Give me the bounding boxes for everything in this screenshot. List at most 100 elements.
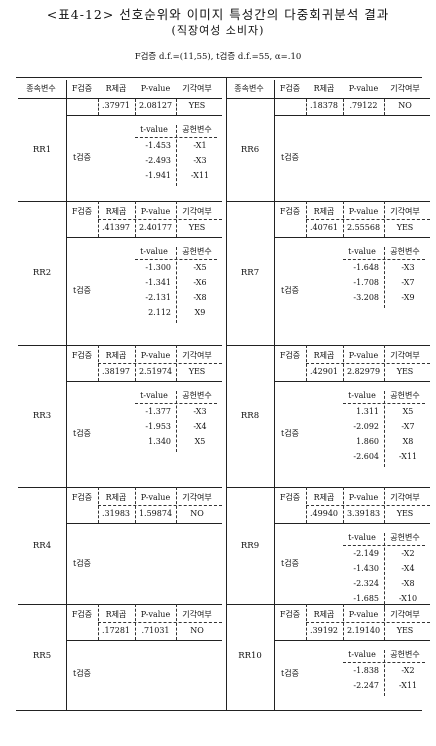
header-dep-var: 종속변수: [26, 84, 56, 93]
reject-label: 기각여부: [182, 351, 212, 360]
col-rule: [306, 604, 307, 640]
reject-label: 기각여부: [182, 493, 212, 502]
t-test-label: t검증: [73, 153, 91, 162]
explanatory-variable: -X2: [401, 666, 415, 675]
col-rule: [384, 604, 385, 640]
r-squared-value: .39192: [310, 626, 338, 635]
r-squared-value: .18378: [310, 101, 338, 110]
r-squared-value: .40761: [310, 223, 338, 232]
f-row-rule: [274, 640, 430, 641]
reject-value: NO: [190, 509, 204, 518]
col-rule: [135, 604, 136, 640]
block-rule: [226, 345, 430, 346]
t-test-label: t검증: [73, 669, 91, 678]
reject-value: YES: [188, 223, 206, 232]
f-row-rule: [274, 115, 430, 116]
block-rule: [18, 487, 222, 488]
f-row-rule: [66, 523, 222, 524]
reject-label: 기각여부: [390, 207, 420, 216]
dependent-variable: RR8: [240, 411, 260, 421]
reject-label: 기각여부: [182, 207, 212, 216]
dependent-variable: RR2: [32, 268, 52, 278]
t-col-rule: [384, 533, 385, 609]
p-value-label: P-value: [348, 610, 379, 619]
reject-value: YES: [396, 626, 414, 635]
r-squared-value: .49940: [310, 509, 338, 518]
header-r2: R제곱: [313, 84, 335, 93]
p-value: .79122: [349, 101, 378, 110]
col-rule: [176, 345, 177, 381]
explanatory-variable: -X11: [190, 171, 210, 180]
f-test-label: F검증: [279, 351, 301, 360]
p-value: 2.08127: [138, 101, 173, 110]
f-test-label: F검증: [71, 207, 93, 216]
dep-column-rule: [274, 80, 275, 710]
explanatory-variable: -X4: [401, 564, 415, 573]
explanatory-variable: X5: [194, 437, 206, 446]
t-value-header: t-value: [348, 650, 376, 659]
table-subtitle: (직장여성 소비자): [171, 24, 265, 37]
t-col-rule: [384, 391, 385, 467]
col-rule: [343, 99, 344, 115]
t-value: 2.112: [148, 308, 171, 317]
r2-label: R제곱: [105, 493, 127, 502]
t-test-label: t검증: [281, 286, 299, 295]
p-value: .71031: [141, 626, 170, 635]
block-rule: [18, 345, 222, 346]
r2-label: R제곱: [105, 610, 127, 619]
t-value: -1.941: [145, 171, 171, 180]
p-value: 1.59874: [138, 509, 173, 518]
f-test-label: F검증: [71, 351, 93, 360]
r-squared-value: .42901: [310, 367, 338, 376]
t-test-label: t검증: [73, 429, 91, 438]
explanatory-variable: -X6: [193, 278, 207, 287]
r-squared-value: .17281: [102, 626, 130, 635]
reject-value: NO: [398, 101, 412, 110]
f-label-rule: [98, 505, 222, 506]
f-row-rule: [274, 523, 430, 524]
col-rule: [384, 487, 385, 523]
r2-label: R제곱: [313, 610, 335, 619]
explanatory-variable-header: 공헌변수: [390, 533, 420, 542]
dependent-variable: RR4: [32, 541, 52, 551]
block-rule: [18, 201, 222, 202]
col-rule: [306, 487, 307, 523]
t-value: -2.324: [353, 579, 379, 588]
p-value: 2.40177: [138, 223, 173, 232]
col-rule: [343, 201, 344, 237]
header-rule: [226, 98, 430, 99]
t-value-header: t-value: [140, 247, 168, 256]
explanatory-variable: -X11: [398, 681, 418, 690]
f-test-label: F검증: [279, 207, 301, 216]
col-rule: [306, 345, 307, 381]
col-rule: [135, 487, 136, 523]
dependent-variable: RR6: [240, 145, 260, 155]
t-value: -2.092: [353, 422, 379, 431]
explanatory-variable-header: 공헌변수: [390, 650, 420, 659]
t-value: -2.131: [145, 293, 171, 302]
dependent-variable: RR3: [32, 411, 52, 421]
degrees-of-freedom-note: F검증 d.f.=(11,55), t검증 d.f.=55, α=.10: [134, 52, 302, 62]
t-value: 1.340: [148, 437, 171, 446]
r-squared-value: .38197: [102, 367, 130, 376]
r-squared-value: .37971: [102, 101, 130, 110]
p-value: 2.55568: [346, 223, 381, 232]
explanatory-variable: -X4: [193, 422, 207, 431]
col-rule: [343, 604, 344, 640]
header-reject: 기각여부: [182, 84, 212, 93]
f-label-rule: [98, 622, 222, 623]
t-value: -1.838: [353, 666, 379, 675]
p-value: 2.19140: [346, 626, 381, 635]
explanatory-variable: -X3: [401, 263, 415, 272]
col-rule: [176, 487, 177, 523]
reject-label: 기각여부: [182, 610, 212, 619]
col-rule: [135, 345, 136, 381]
t-value: -2.149: [353, 549, 379, 558]
f-label-rule: [98, 363, 222, 364]
explanatory-variable: -X10: [398, 594, 418, 603]
explanatory-variable: -X11: [398, 452, 418, 461]
explanatory-variable: -X7: [401, 422, 415, 431]
reject-label: 기각여부: [390, 351, 420, 360]
col-rule: [343, 345, 344, 381]
t-value-header: t-value: [348, 247, 376, 256]
